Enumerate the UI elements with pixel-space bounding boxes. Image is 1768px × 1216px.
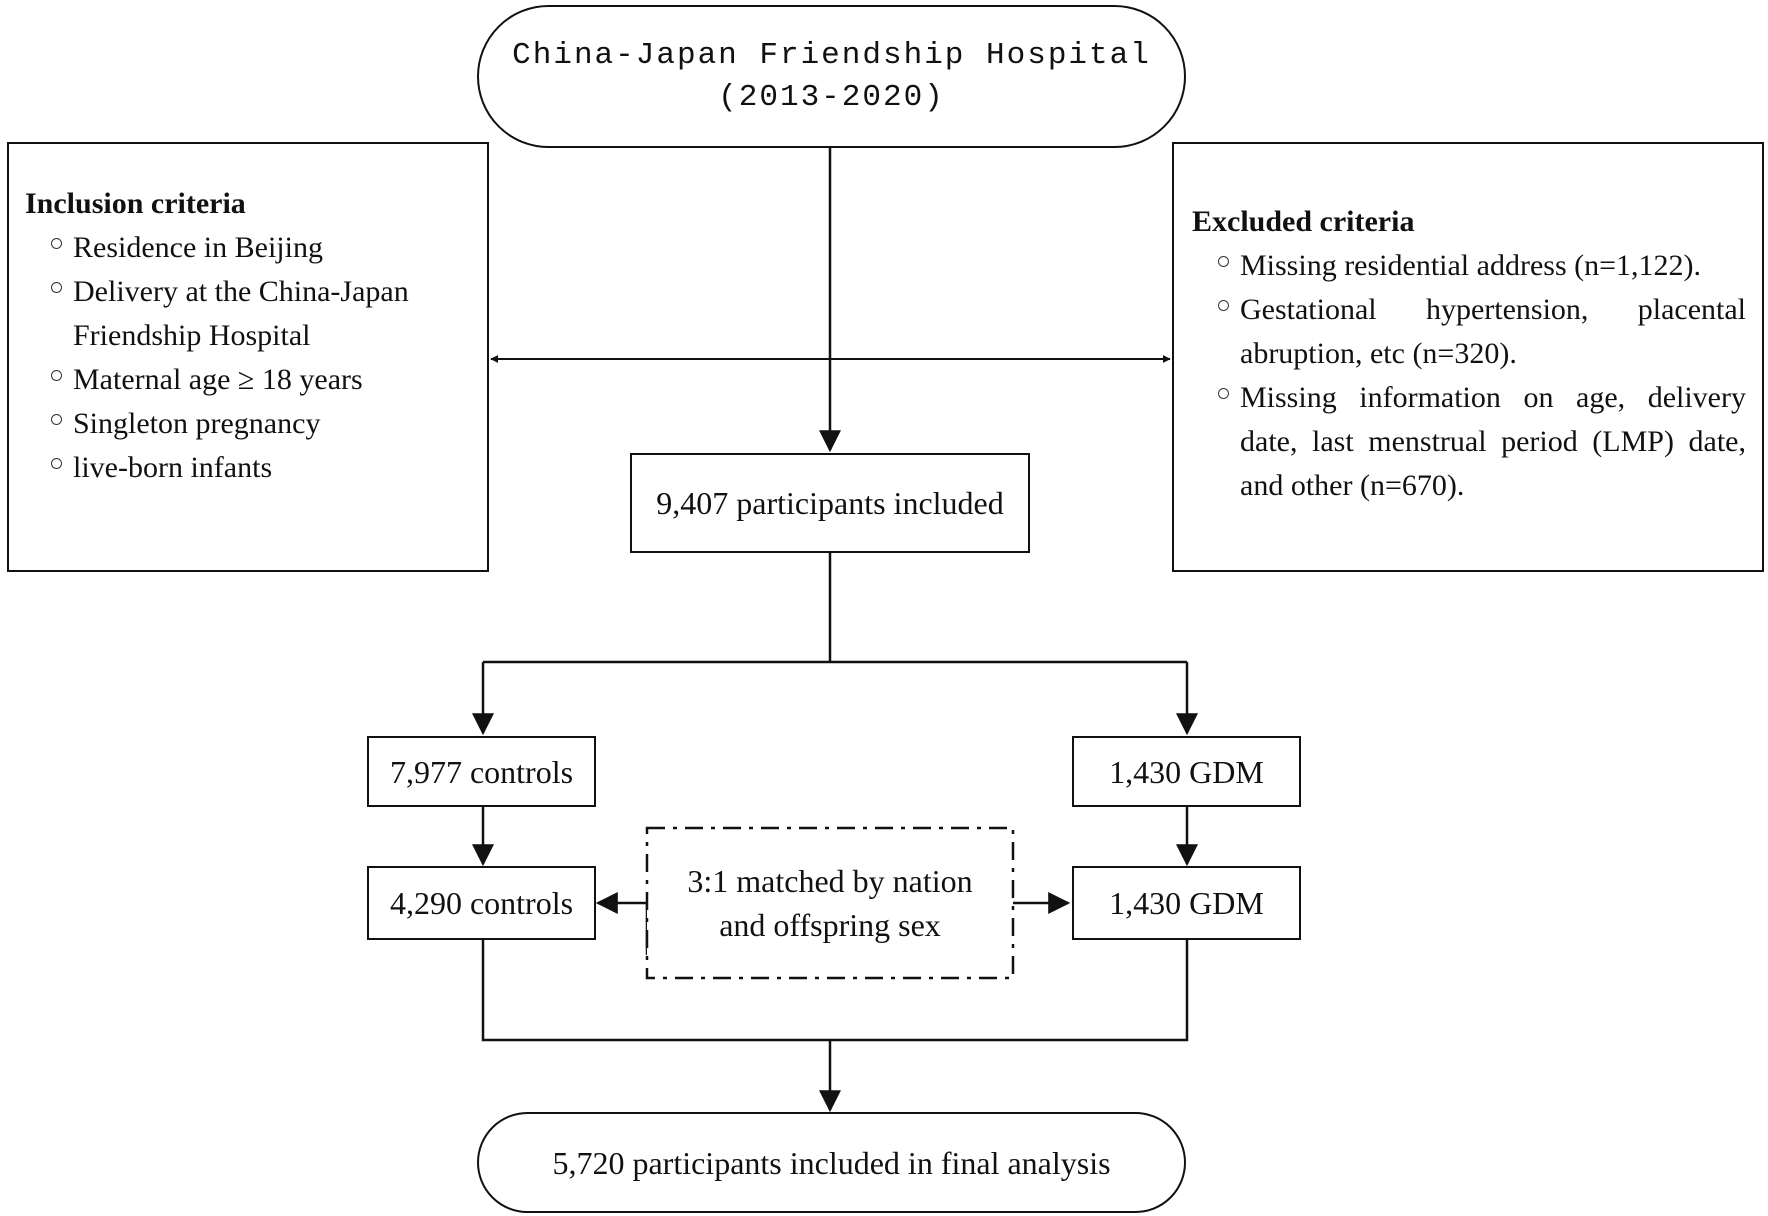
bullet-icon (1218, 300, 1229, 311)
gdm-label: 1,430 GDM (1109, 753, 1264, 790)
bullet-icon (51, 282, 62, 293)
included-participants-label: 9,407 participants included (656, 485, 1004, 521)
matched-controls-box: 4,290 controls (367, 866, 596, 940)
inclusion-item: Delivery at the China-Japan Friendship H… (51, 270, 473, 358)
inclusion-item: Singleton pregnancy (51, 402, 473, 446)
inclusion-item: live-born infants (51, 446, 473, 490)
matching-box: 3:1 matched by nation and offspring sex (650, 831, 1010, 975)
matched-controls-label: 4,290 controls (389, 885, 574, 921)
controls-label: 7,977 controls (389, 753, 574, 790)
controls-box: 7,977 controls (367, 736, 596, 807)
exclusion-criteria-box: Excluded criteria Missing residential ad… (1172, 142, 1764, 572)
matched-gdm-box: 1,430 GDM (1072, 866, 1301, 940)
bullet-icon (51, 238, 62, 249)
connector-matching-to-controls (595, 892, 649, 955)
bullet-icon (51, 414, 62, 425)
connector-merge (481, 940, 1189, 1042)
matching-box-border (645, 826, 1015, 980)
start-node: China-Japan Friendship Hospital (2013-20… (477, 5, 1186, 148)
exclusion-item: Missing information on age, delivery dat… (1218, 376, 1746, 508)
inclusion-item: Residence in Beijing (51, 226, 473, 270)
inclusion-criteria-box: Inclusion criteria Residence in Beijing … (7, 142, 489, 572)
bullet-icon (51, 458, 62, 469)
start-node-years: (2013-2020) (718, 79, 945, 115)
bullet-icon (1218, 388, 1229, 399)
gdm-box: 1,430 GDM (1072, 736, 1301, 807)
exclusion-criteria-list: Missing residential address (n=1,122). G… (1192, 244, 1746, 508)
exclusion-criteria-title: Excluded criteria (1192, 205, 1415, 238)
matched-gdm-label: 1,430 GDM (1109, 885, 1264, 921)
bullet-icon (51, 370, 62, 381)
matching-label-line1: 3:1 matched by nation (687, 863, 973, 899)
start-node-title: China-Japan Friendship Hospital (512, 37, 1151, 73)
inclusion-criteria-list: Residence in Beijing Delivery at the Chi… (25, 226, 473, 490)
final-analysis-node: 5,720 participants included in final ana… (477, 1112, 1186, 1213)
exclusion-item: Gestational hypertension, placental abru… (1218, 288, 1746, 376)
exclusion-item: Missing residential address (n=1,122). (1218, 244, 1746, 288)
inclusion-criteria-title: Inclusion criteria (25, 187, 246, 220)
inclusion-item: Maternal age ≥ 18 years (51, 358, 473, 402)
included-participants-box: 9,407 participants included (630, 453, 1030, 553)
matching-label-line2: and offspring sex (719, 907, 941, 943)
bullet-icon (1218, 256, 1229, 267)
final-analysis-label: 5,720 participants included in final ana… (552, 1144, 1111, 1181)
